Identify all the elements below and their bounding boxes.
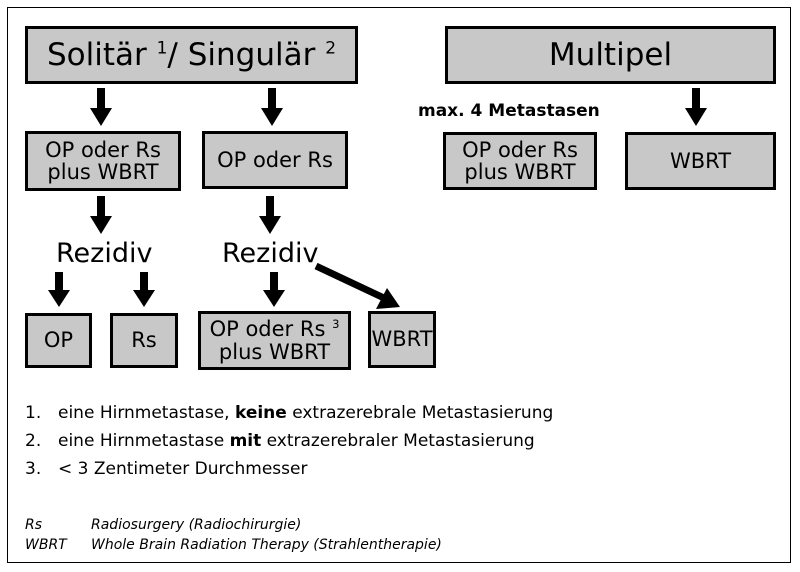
arrow-multipel-to-wbrt xyxy=(685,88,707,126)
box-line-1: OP oder Rs xyxy=(462,137,578,162)
box-line-2: plus WBRT xyxy=(218,339,331,364)
box-line-2: plus WBRT xyxy=(464,160,576,184)
arrow-rezidiv-to-op xyxy=(48,272,70,307)
wbrt-box-bottom: WBRT xyxy=(368,311,436,368)
diagram-frame xyxy=(7,7,791,563)
box-line-2: plus WBRT xyxy=(47,160,159,184)
arrow-op-rs-to-rezidiv xyxy=(259,196,281,234)
footnote-text: eine Hirnmetastase xyxy=(58,431,230,451)
rs-text: Rs xyxy=(131,328,157,353)
footnote-3: 3. < 3 Zentimeter Durchmesser xyxy=(25,455,553,483)
rezidiv-left-label: Rezidiv xyxy=(56,238,153,269)
footnote-bold: mit xyxy=(229,431,262,451)
footnote-ref-3: 3 xyxy=(332,317,340,332)
wbrt-box-top: WBRT xyxy=(625,132,776,190)
footnote-text: extrazerebraler Metastasierung xyxy=(261,431,535,451)
rs-box: Rs xyxy=(110,313,178,368)
footnote-text: eine Hirnmetastase, xyxy=(58,403,235,423)
multipel-box: Multipel xyxy=(445,26,776,84)
wbrt-text: WBRT xyxy=(669,148,732,173)
op-rs-plus-wbrt-box-1: OP oder Rs plus WBRT xyxy=(25,131,181,191)
arrow-rezidiv-to-op-rs-plus-wbrt xyxy=(263,272,285,307)
op-rs-plus-wbrt-box-3: OP oder Rs 3 plus WBRT xyxy=(198,311,351,370)
footnote-ref-2: 2 xyxy=(325,38,337,59)
op-rs-plus-wbrt-box-2: OP oder Rs plus WBRT xyxy=(443,132,597,190)
footnote-text: < 3 Zentimeter Durchmesser xyxy=(58,459,308,479)
legend-row-rs: Rs Radiosurgery (Radiochirurgie) xyxy=(25,515,442,535)
max-metastasen-label: max. 4 Metastasen xyxy=(418,101,600,121)
footnote-1: 1. eine Hirnmetastase, keine extrazerebr… xyxy=(25,399,553,427)
legend-row-wbrt: WBRT Whole Brain Radiation Therapy (Stra… xyxy=(25,535,442,555)
wbrt-text: WBRT xyxy=(371,327,433,352)
arrow-solitaer-to-op-rs-plus-wbrt xyxy=(90,88,112,126)
footnote-2: 2. eine Hirnmetastase mit extrazerebrale… xyxy=(25,427,553,455)
legend-description: Radiosurgery (Radiochirurgie) xyxy=(91,517,302,533)
footnote-text: extrazerebrale Metastasierung xyxy=(286,403,554,423)
op-rs-text: OP oder Rs xyxy=(217,147,333,172)
footnote-bold: keine xyxy=(234,403,287,423)
box-line-1: OP oder Rs xyxy=(209,317,333,342)
footnote-number: 2. xyxy=(25,431,42,451)
rezidiv-right-label: Rezidiv xyxy=(222,238,319,269)
op-box: OP xyxy=(25,313,92,368)
multipel-text: Multipel xyxy=(548,36,673,73)
legend-abbreviation: WBRT xyxy=(25,537,67,553)
arrow-rezidiv-to-wbrt xyxy=(314,262,400,309)
arrow-op-rs-plus-wbrt-to-rezidiv xyxy=(90,196,112,234)
footnote-number: 3. xyxy=(25,459,42,479)
solitaer-singulaer-box: Solitär 1/ Singulär 2 xyxy=(25,26,358,84)
arrow-singulaer-to-op-rs xyxy=(261,88,283,126)
footnotes-list: 1. eine Hirnmetastase, keine extrazerebr… xyxy=(25,399,553,483)
op-rs-box: OP oder Rs xyxy=(202,131,348,189)
legend-abbreviation: Rs xyxy=(25,517,43,533)
solitaer-text: Solitär xyxy=(46,36,157,73)
footnote-number: 1. xyxy=(25,403,42,423)
singulaer-text: / Singulär xyxy=(167,36,326,73)
footnote-ref-1: 1 xyxy=(156,38,168,59)
arrow-rezidiv-to-rs xyxy=(133,272,155,307)
box-line-1: OP oder Rs xyxy=(45,137,161,162)
legend-description: Whole Brain Radiation Therapy (Strahlent… xyxy=(91,537,442,553)
op-text: OP xyxy=(43,328,74,353)
abbreviation-legend: Rs Radiosurgery (Radiochirurgie) WBRT Wh… xyxy=(25,515,442,555)
